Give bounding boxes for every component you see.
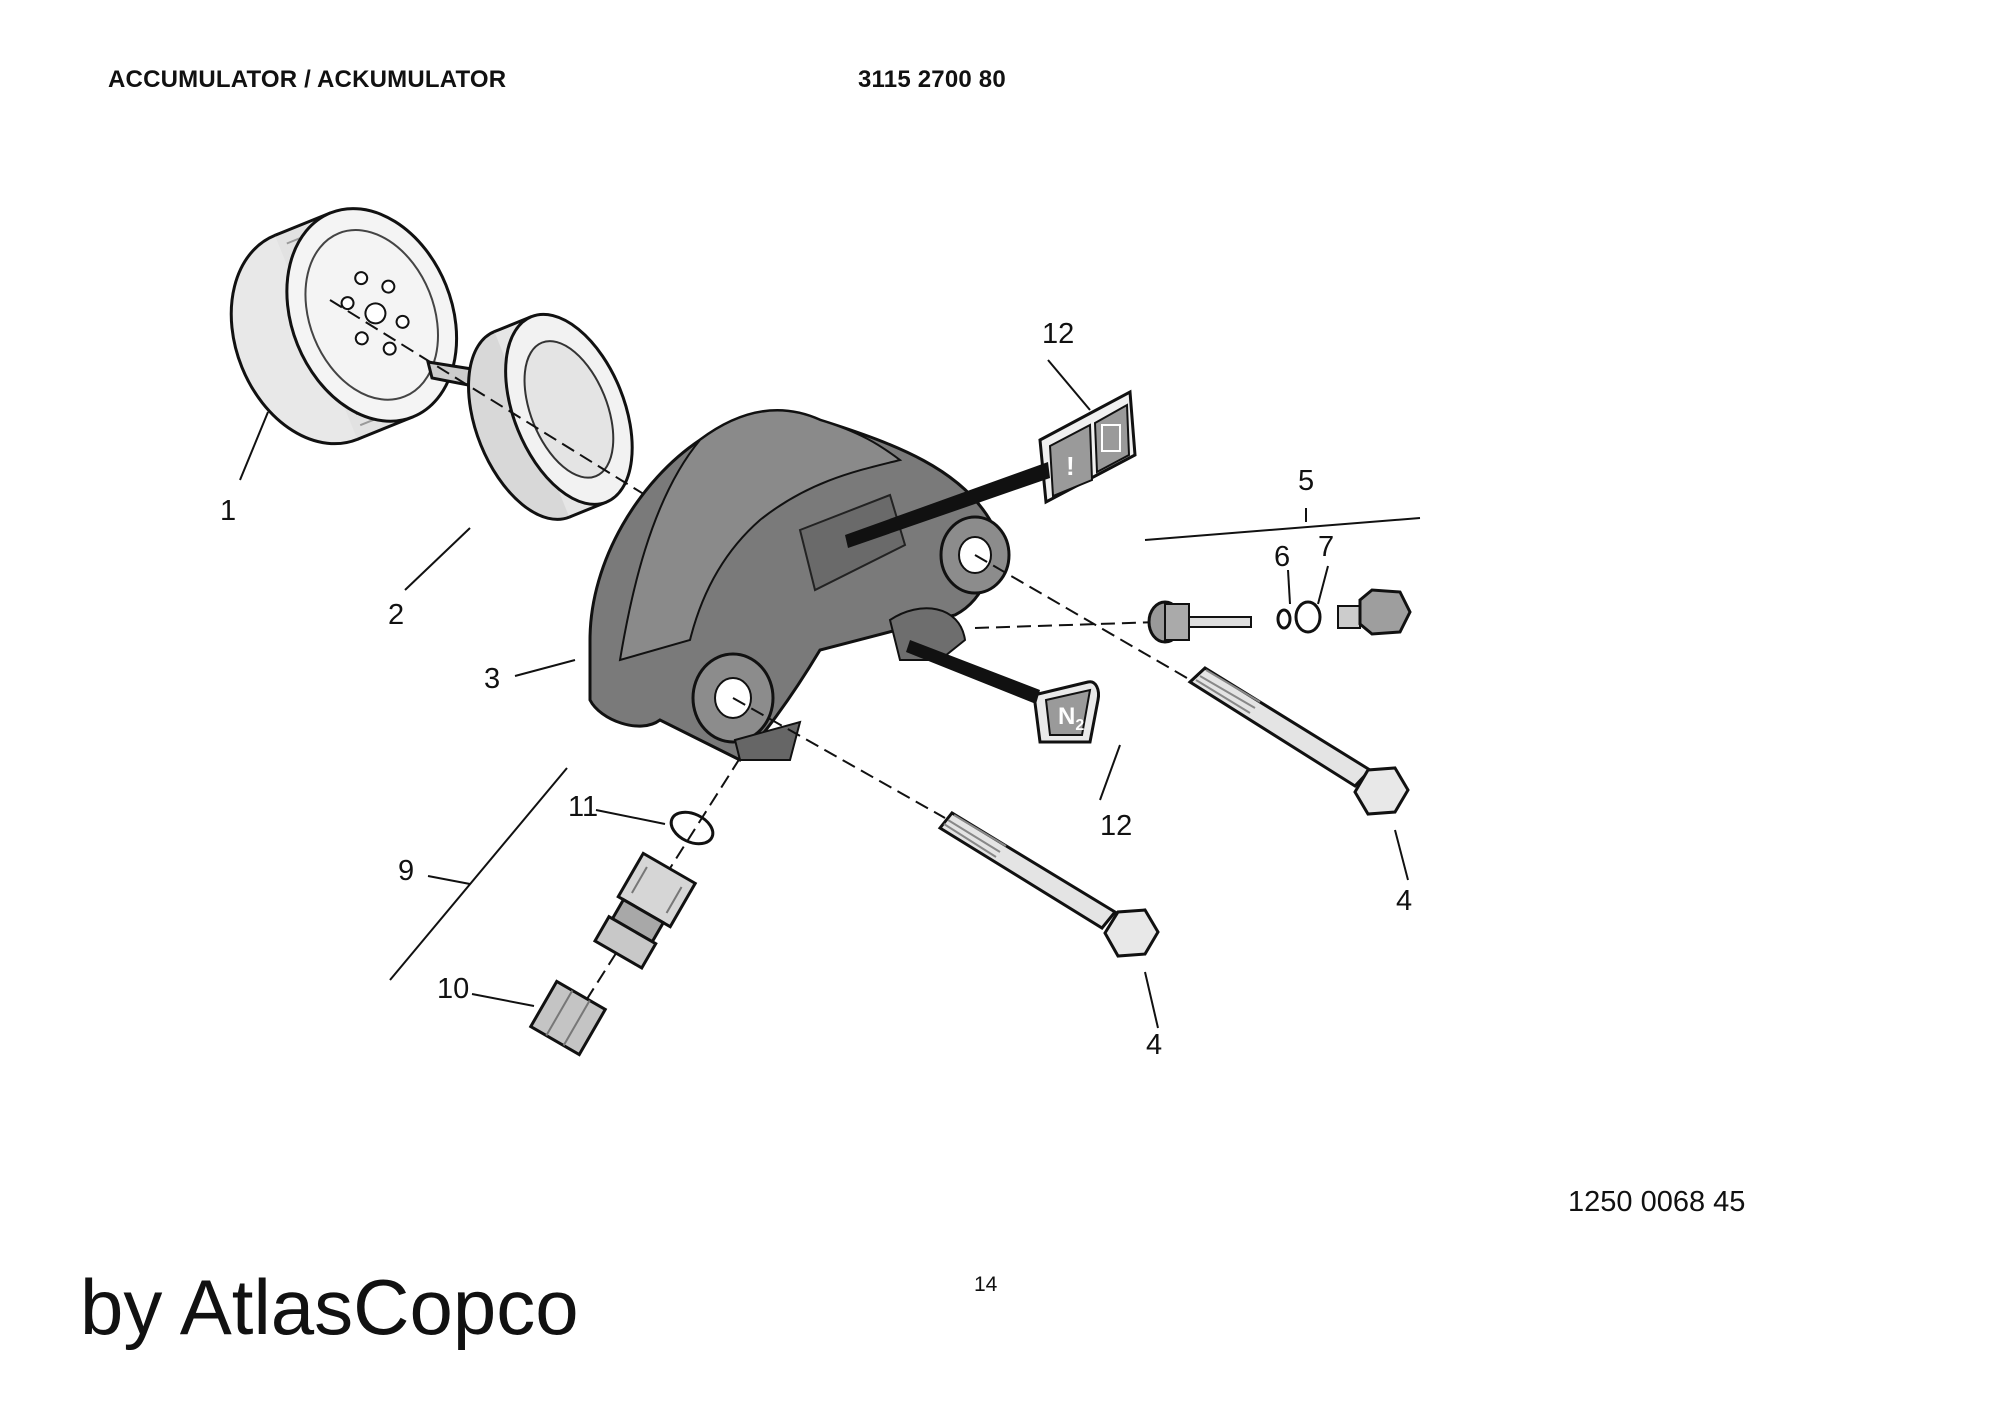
callout-1: 1 xyxy=(220,495,236,527)
part-10-nut xyxy=(528,979,608,1057)
part-6-seal xyxy=(1276,608,1292,630)
callout-2: 2 xyxy=(388,599,404,631)
callout-7: 7 xyxy=(1318,531,1334,563)
part-7-ring xyxy=(1294,600,1322,634)
part-11-o-ring xyxy=(669,810,715,846)
gas-symbol: N2 xyxy=(1058,703,1084,734)
part-5-charging-valve xyxy=(1147,588,1412,644)
callout-3: 3 xyxy=(484,663,500,695)
warning-symbol: ! xyxy=(1066,451,1075,481)
part-3-accumulator-body xyxy=(588,409,1011,762)
part-2-piston xyxy=(425,312,634,521)
brand-text: by AtlasCopco xyxy=(80,1263,579,1351)
part-4-bolt-lower xyxy=(937,811,1160,958)
part-12-nitrogen-label: N2 xyxy=(906,640,1100,744)
callout-12-upper: 12 xyxy=(1042,318,1074,350)
callout-11: 11 xyxy=(568,791,598,823)
part-number: 3115 2700 80 xyxy=(858,66,1006,93)
manual-icon xyxy=(1101,424,1121,452)
callout-4-upper: 4 xyxy=(1396,885,1412,917)
leader-lines xyxy=(239,359,1421,1029)
part-12-warning-label: ! xyxy=(845,389,1137,548)
document-number: 1250 0068 45 xyxy=(1568,1186,1746,1218)
callout-10: 10 xyxy=(437,973,469,1005)
centerline-valve xyxy=(974,621,1161,629)
part-4-bolt-upper xyxy=(1187,666,1410,816)
page-title: ACCUMULATOR / ACKUMULATOR xyxy=(108,66,507,93)
part-1-diaphragm xyxy=(229,207,459,446)
part-9-fitting xyxy=(592,851,698,971)
page-number: 14 xyxy=(974,1273,998,1296)
callout-4-lower: 4 xyxy=(1146,1029,1162,1061)
callout-5: 5 xyxy=(1298,465,1314,497)
callout-6: 6 xyxy=(1274,541,1290,573)
callout-12-lower: 12 xyxy=(1100,810,1132,842)
callout-9: 9 xyxy=(398,855,414,887)
